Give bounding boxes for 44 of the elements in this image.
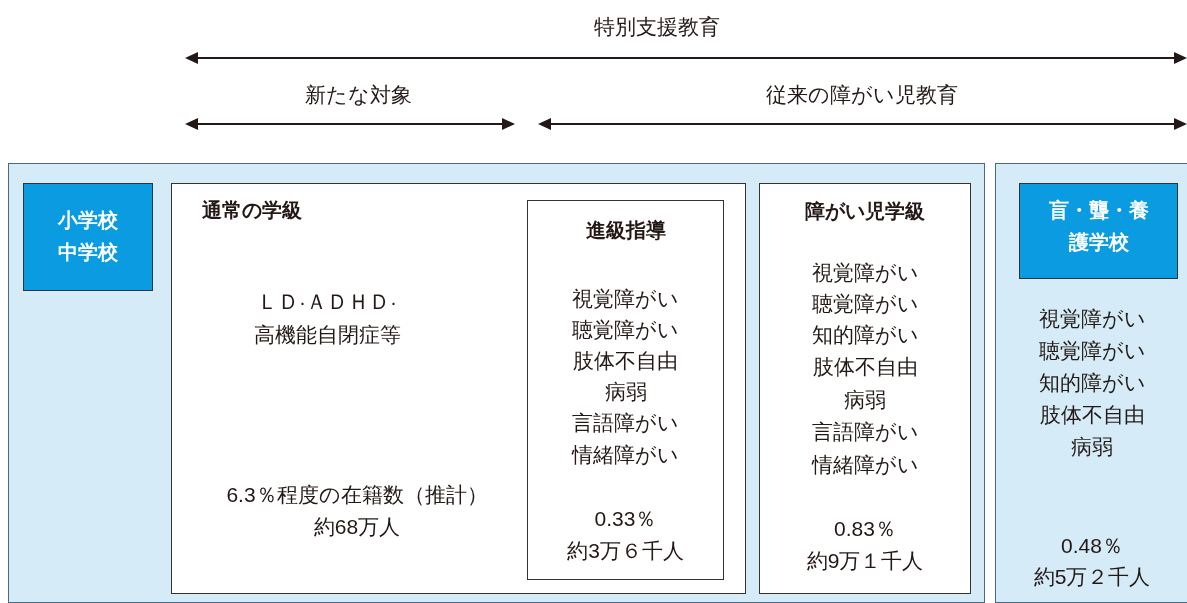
- list-item: 言語障がい: [810, 420, 920, 444]
- list-item: 視覚障がい: [810, 261, 920, 285]
- statistic-text: 6.3％程度の在籍数（推計）: [225, 483, 489, 507]
- school-panel: [8, 163, 985, 603]
- statistic-text: 約5万２千人: [1032, 565, 1152, 589]
- list-item: 聴覚障がい: [810, 292, 920, 316]
- box-title: 中学校: [57, 240, 119, 265]
- box-title: 盲・聾・養護学校: [1047, 198, 1150, 255]
- span-label: 新たな対象: [304, 83, 412, 107]
- box-title: 小学校: [56, 208, 119, 233]
- list-item: 聴覚障がい: [1037, 339, 1147, 363]
- list-item: 知的障がい: [810, 323, 920, 347]
- list-item: 病弱: [843, 388, 887, 412]
- statistic-text: 約68万人: [312, 515, 402, 539]
- list-item: 病弱: [603, 380, 648, 404]
- span-label: 特別支援教育: [594, 15, 720, 39]
- school-type-box: [23, 183, 153, 291]
- span-label: 従来の障がい児教育: [766, 83, 958, 107]
- box-title: 通常の学級: [202, 198, 303, 222]
- list-item: 情緒障がい: [810, 453, 920, 477]
- list-item: 視覚障がい: [1037, 307, 1147, 331]
- statistic-text: 約3万６千人: [566, 539, 685, 563]
- school-panel: [995, 163, 1187, 603]
- statistic-text: 0.83％: [833, 517, 897, 541]
- school-type-box: [1019, 183, 1178, 279]
- class-box: [171, 183, 746, 594]
- statistic-text: 0.48％: [1060, 534, 1124, 558]
- list-item: 病弱: [1070, 435, 1114, 459]
- list-item: 高機能自閉症等: [252, 323, 402, 347]
- box-title: 障がい児学級: [804, 199, 926, 223]
- class-box: [759, 183, 971, 594]
- list-item: 聴覚障がい: [571, 318, 680, 342]
- list-item: 言語障がい: [571, 411, 680, 435]
- list-item: 情緒障がい: [570, 443, 680, 467]
- list-item: 肢体不自由: [572, 349, 679, 373]
- box-title: 進級指導: [584, 218, 667, 242]
- list-item: 肢体不自由: [811, 355, 919, 379]
- list-item: 知的障がい: [1037, 371, 1147, 395]
- list-item: ＬＤ·ＡＤＨＤ·: [256, 290, 398, 314]
- statistic-text: 約9万１千人: [805, 549, 925, 573]
- class-box: [527, 200, 724, 580]
- list-item: 肢体不自由: [1038, 403, 1146, 427]
- statistic-text: 0.33％: [593, 507, 658, 531]
- list-item: 視覚障がい: [571, 287, 680, 311]
